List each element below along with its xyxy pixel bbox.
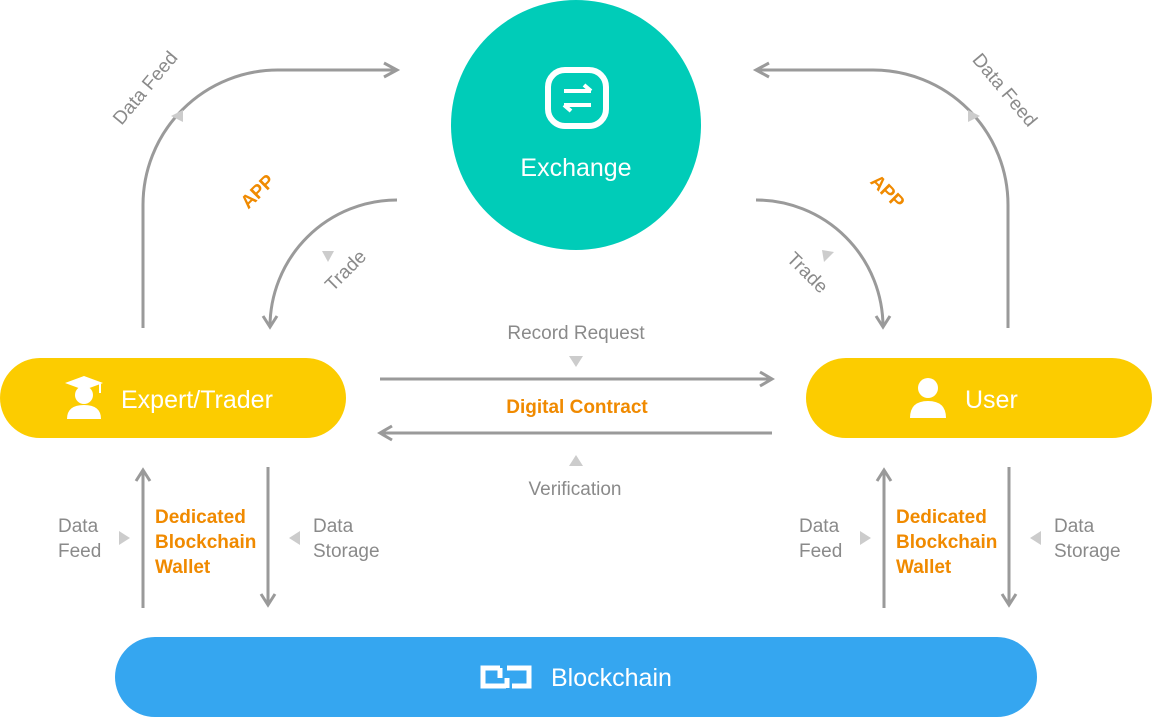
left-data-storage-line2: Storage bbox=[313, 541, 380, 562]
contract-arrow-right-head bbox=[759, 370, 775, 388]
graduate-icon bbox=[65, 376, 103, 419]
blockchain-label: Blockchain bbox=[551, 664, 672, 692]
chain-link-icon bbox=[480, 665, 532, 689]
right-storage-arrowhead bbox=[1000, 593, 1018, 608]
record-request-triangle bbox=[569, 356, 583, 367]
digital-contract-label: Digital Contract bbox=[506, 397, 648, 418]
right-trade-arrowhead bbox=[874, 315, 892, 330]
right-feed-arrowhead bbox=[875, 467, 893, 482]
left-data-feed-arc bbox=[141, 68, 397, 328]
left-app-label: APP bbox=[237, 171, 280, 214]
blockchain-node bbox=[115, 637, 1037, 717]
verification-triangle bbox=[569, 455, 583, 466]
left-data-feed-label: Data Feed bbox=[109, 48, 182, 129]
right-wallet-line1: Dedicated bbox=[896, 507, 987, 528]
right-data-feed-stack-triangle bbox=[860, 531, 871, 545]
right-data-storage-triangle bbox=[1030, 531, 1041, 545]
left-wallet-line2: Blockchain bbox=[155, 532, 256, 553]
user-label: User bbox=[965, 386, 1018, 414]
right-data-feed-triangle bbox=[968, 110, 980, 122]
swap-arrows-icon bbox=[545, 67, 609, 129]
left-trade-arrowhead bbox=[261, 315, 279, 330]
left-wallet-line3: Wallet bbox=[155, 557, 211, 578]
record-request-label: Record Request bbox=[507, 323, 645, 344]
right-data-feed-arrowhead bbox=[752, 61, 770, 79]
right-data-storage-line1: Data bbox=[1054, 516, 1095, 537]
expert-trader-label: Expert/Trader bbox=[121, 386, 273, 414]
exchange-label: Exchange bbox=[520, 154, 631, 182]
left-data-feed-arrowhead bbox=[383, 61, 401, 79]
left-wallet-line1: Dedicated bbox=[155, 507, 246, 528]
contract-arrow-left-head bbox=[377, 424, 393, 442]
left-data-feed-line1: Data bbox=[58, 516, 99, 537]
user-node bbox=[806, 358, 1152, 438]
left-feed-arrowhead bbox=[134, 467, 152, 482]
right-data-feed-line2: Feed bbox=[799, 541, 842, 562]
left-storage-arrowhead bbox=[259, 593, 277, 608]
right-trade-arc bbox=[755, 198, 885, 328]
person-icon bbox=[910, 378, 946, 418]
left-data-feed-triangle bbox=[171, 110, 183, 122]
left-data-feed-line2: Feed bbox=[58, 541, 101, 562]
left-trade-arc bbox=[268, 198, 398, 328]
left-data-storage-line1: Data bbox=[313, 516, 354, 537]
right-data-feed-line1: Data bbox=[799, 516, 840, 537]
verification-label: Verification bbox=[529, 479, 622, 500]
left-trade-triangle bbox=[322, 251, 334, 262]
right-data-feed-arc bbox=[756, 68, 1010, 328]
right-data-storage-line2: Storage bbox=[1054, 541, 1121, 562]
right-app-label: APP bbox=[866, 171, 909, 214]
left-data-storage-triangle bbox=[289, 531, 300, 545]
left-data-feed-stack-triangle bbox=[119, 531, 130, 545]
right-wallet-line3: Wallet bbox=[896, 557, 952, 578]
right-wallet-line2: Blockchain bbox=[896, 532, 997, 553]
right-trade-triangle bbox=[822, 250, 834, 262]
